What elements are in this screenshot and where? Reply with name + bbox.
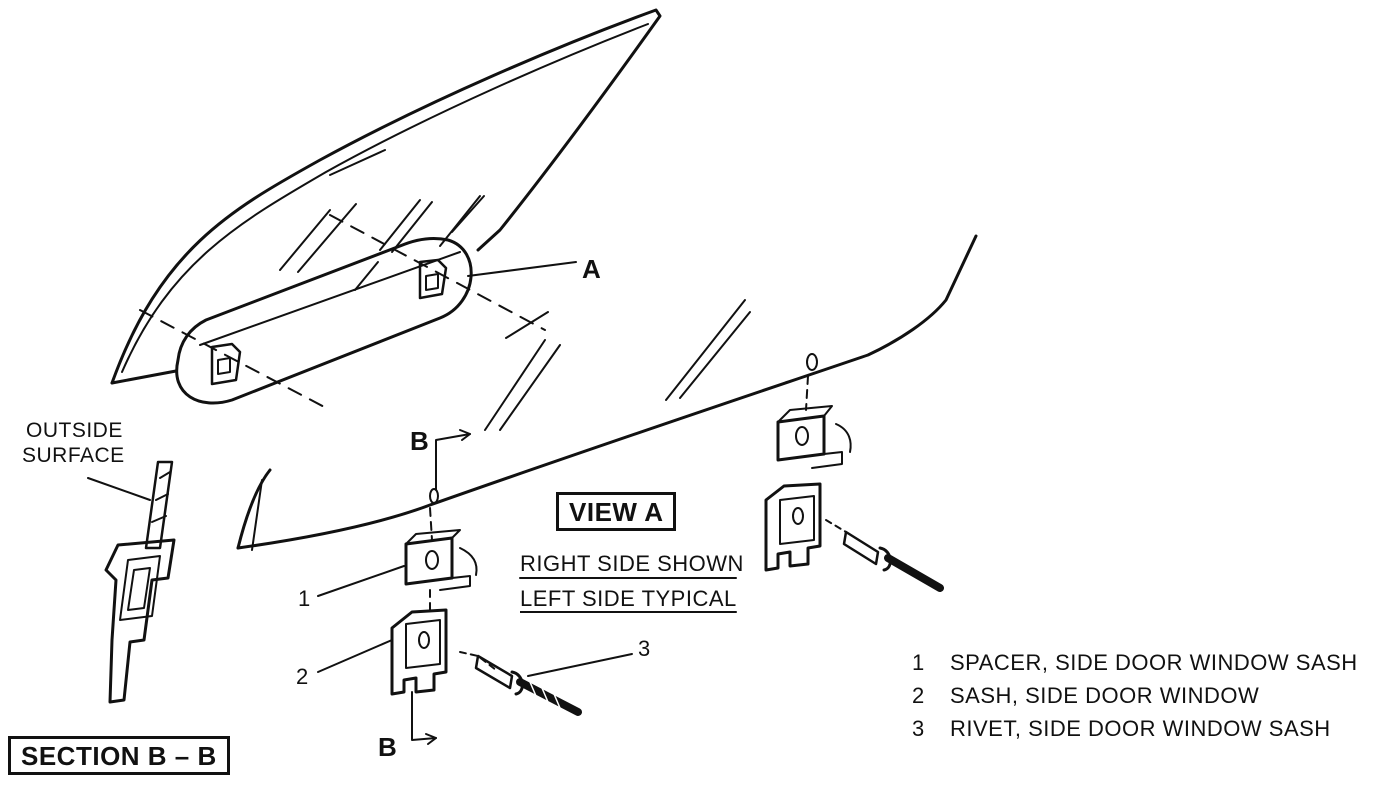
callout-1: 1 xyxy=(298,586,311,611)
parts-legend: 1 SPACER, SIDE DOOR WINDOW SASH 2 SASH, … xyxy=(912,646,1372,745)
section-b-b-title: SECTION B – B xyxy=(8,736,230,775)
callout-b-top: B xyxy=(410,426,430,456)
outside-label-line2: SURFACE xyxy=(22,444,125,467)
legend-text: SASH, SIDE DOOR WINDOW xyxy=(950,683,1260,708)
door-window-glass-edge xyxy=(236,234,978,551)
legend-item: 3 RIVET, SIDE DOOR WINDOW SASH xyxy=(912,712,1372,745)
right-sash-assembly xyxy=(764,353,944,592)
callout-2: 2 xyxy=(296,664,309,689)
section-b-b-part xyxy=(87,460,176,704)
left-side-typical-label: LEFT SIDE TYPICAL xyxy=(520,586,737,611)
door-window-glass-left xyxy=(110,8,662,411)
view-a-title: VIEW A xyxy=(556,492,677,531)
callout-3: 3 xyxy=(638,636,651,661)
callout-a: A xyxy=(582,254,602,284)
outside-label-line1: OUTSIDE xyxy=(26,419,123,442)
legend-number: 2 xyxy=(912,683,925,708)
legend-number: 3 xyxy=(912,716,925,741)
callout-b-bottom: B xyxy=(378,732,398,762)
legend-text: RIVET, SIDE DOOR WINDOW SASH xyxy=(950,716,1331,741)
legend-item: 2 SASH, SIDE DOOR WINDOW xyxy=(912,679,1372,712)
legend-number: 1 xyxy=(912,650,925,675)
legend-item: 1 SPACER, SIDE DOOR WINDOW SASH xyxy=(912,646,1372,679)
right-side-shown-label: RIGHT SIDE SHOWN xyxy=(520,551,744,576)
legend-text: SPACER, SIDE DOOR WINDOW SASH xyxy=(950,650,1358,675)
lower-sash-assembly xyxy=(317,429,633,745)
